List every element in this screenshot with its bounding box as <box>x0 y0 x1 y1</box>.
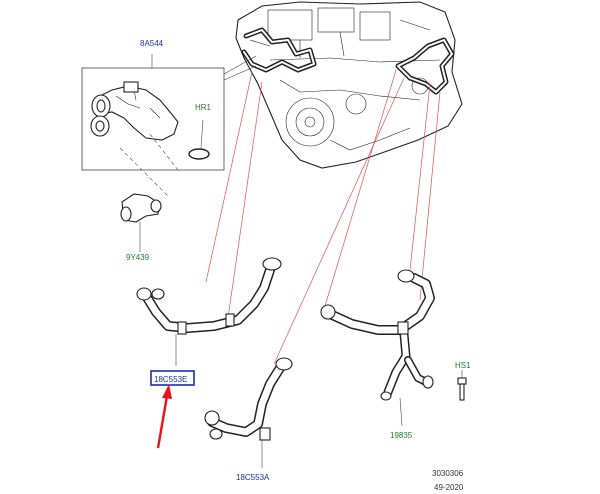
callout-8a544: 8A544 <box>140 39 164 48</box>
diagram-reference-code: 3030306 <box>432 469 464 478</box>
callout-hs1: HS1 <box>455 361 471 370</box>
coolant-hose-19835 <box>320 269 435 427</box>
thermostat-detail-box <box>81 54 257 197</box>
diagram-date-code: 49-2020 <box>434 483 464 492</box>
highlight-box-18c553e <box>150 370 195 386</box>
coolant-hose-18c553a <box>204 357 293 468</box>
reference-leader-lines <box>205 69 441 365</box>
hose-fitting-9y439 <box>120 193 162 252</box>
callout-hr1: HR1 <box>195 103 212 112</box>
engine-assembly <box>235 1 463 169</box>
callout-18c553a: 18C553A <box>236 473 270 482</box>
coolant-hose-18c553e <box>136 257 282 366</box>
callout-9y439: 9Y439 <box>126 253 150 262</box>
callout-18c553e: 18C553E <box>154 375 187 384</box>
callout-19835: 19835 <box>390 431 413 440</box>
bolt-hs1 <box>457 370 467 401</box>
red-pointer-arrow <box>156 384 172 449</box>
